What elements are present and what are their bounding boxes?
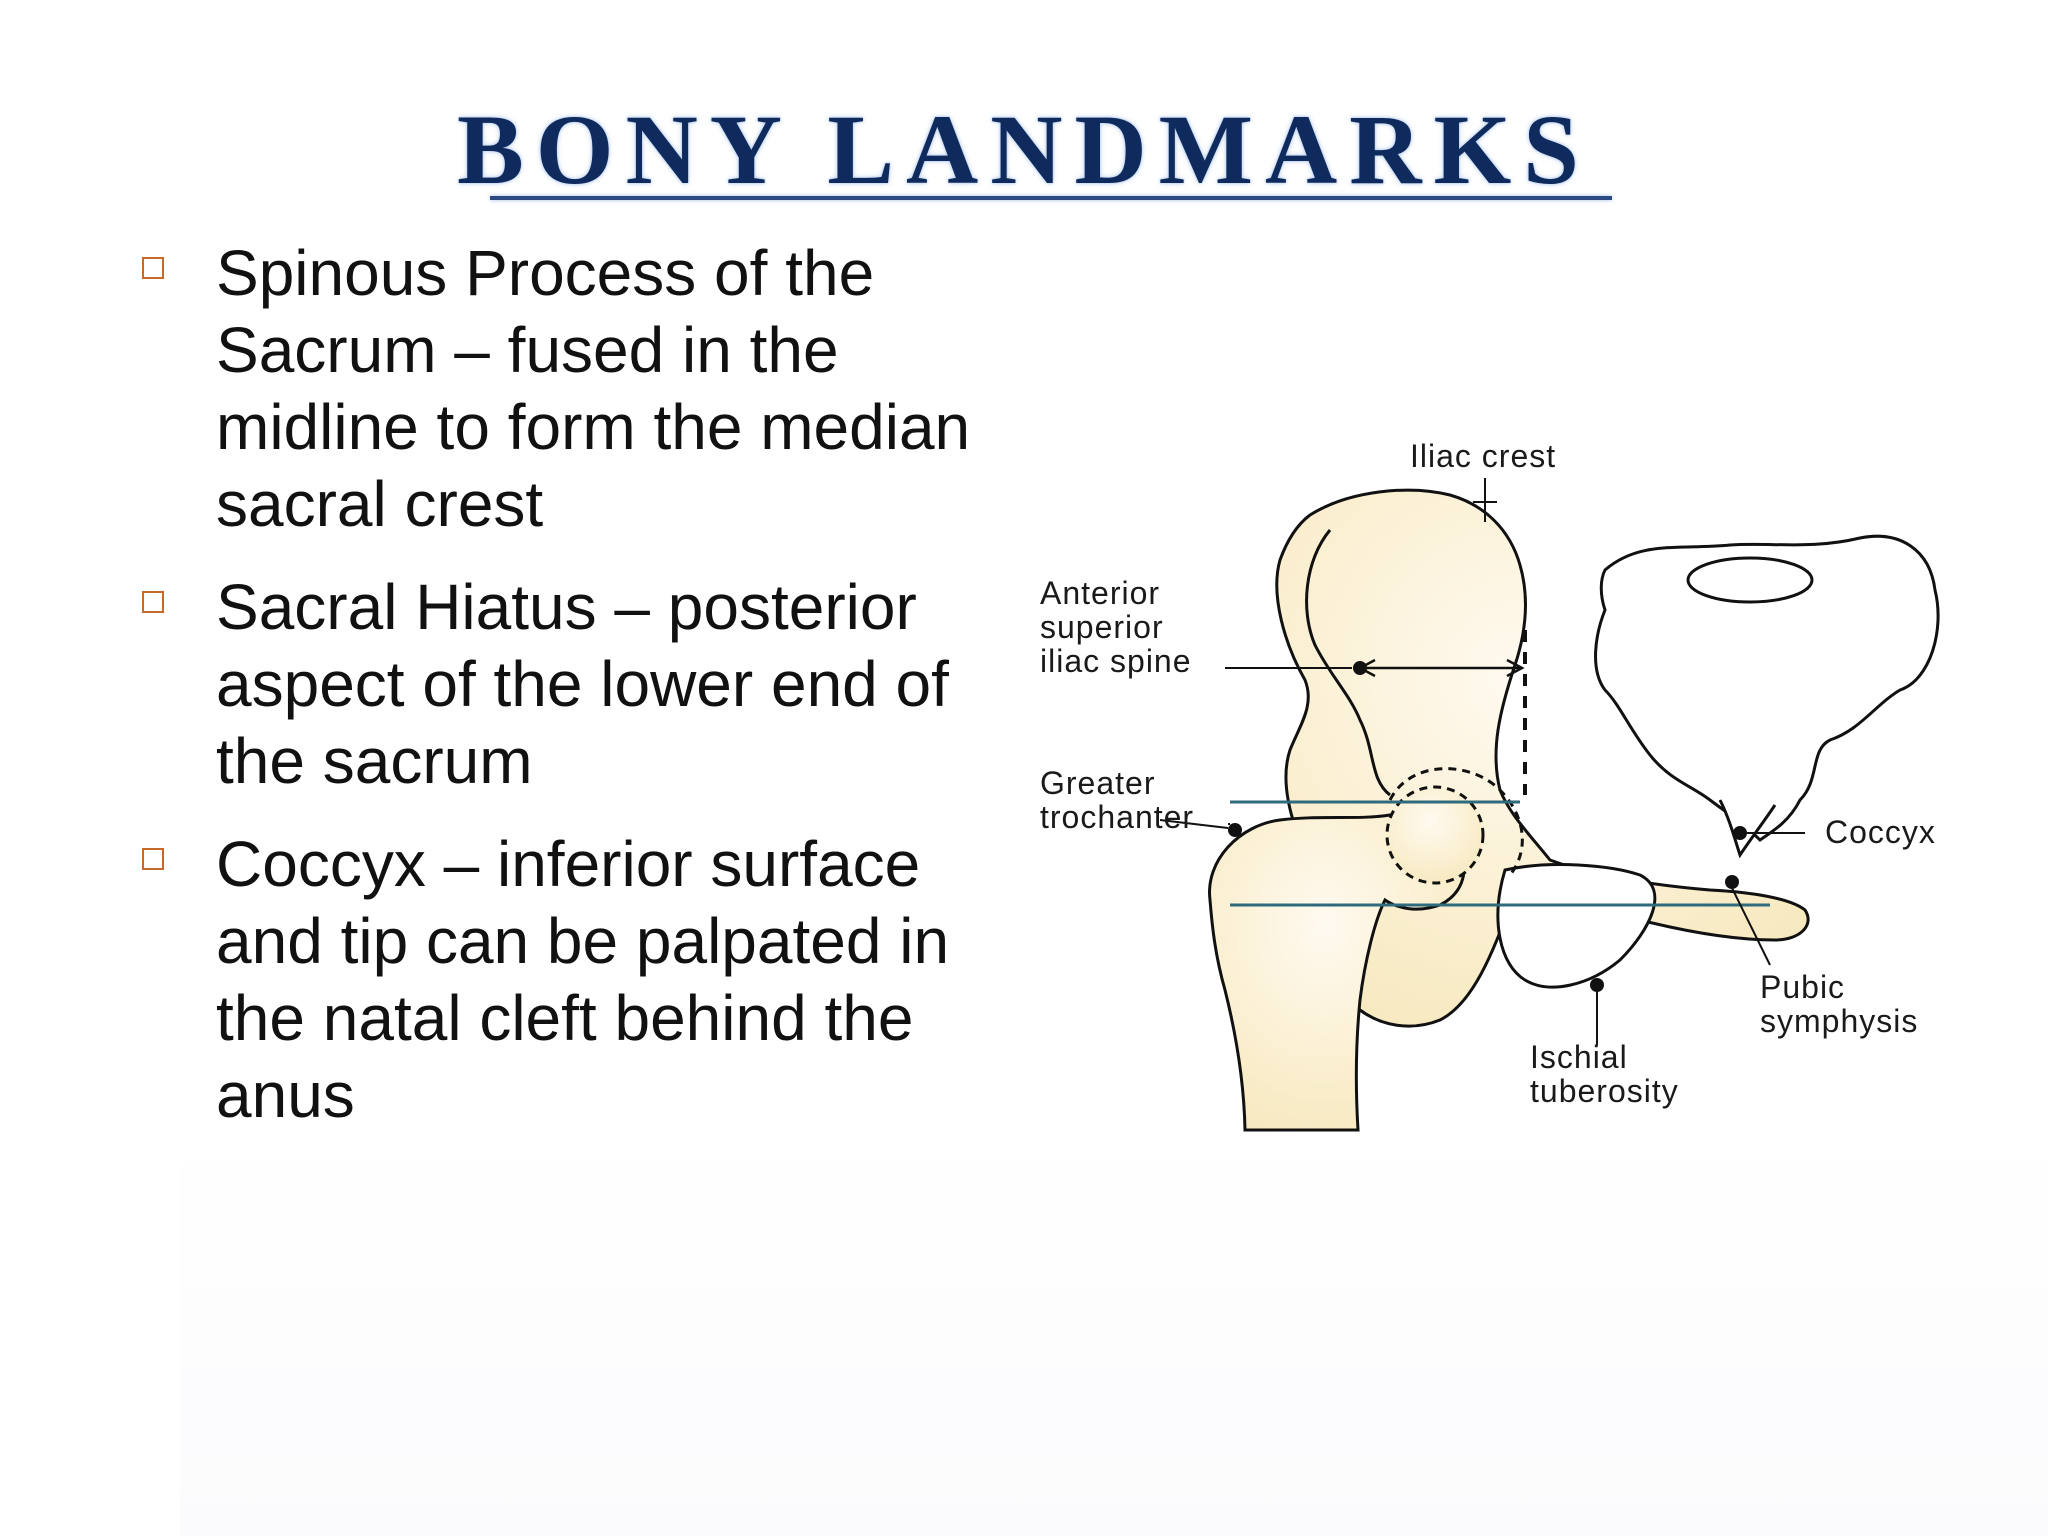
label-asis-line-3: iliac spine xyxy=(1040,643,1192,679)
pelvis-hip-diagram: Iliac crest Anterior superior iliac spin… xyxy=(1040,438,1940,1132)
bullet-list: Spinous Process of the Sacrum – fused in… xyxy=(140,235,1020,1160)
background-shade xyxy=(180,1120,2048,1536)
coccyx-bone xyxy=(1718,799,1777,859)
iliac-inner-contour xyxy=(1305,529,1391,797)
bullet-text: Sacral Hiatus – posterior aspect of the … xyxy=(216,571,949,797)
arrowhead-right-icon xyxy=(1506,658,1525,678)
square-bullet-icon xyxy=(142,848,164,870)
leader-pubic-symphysis xyxy=(1731,887,1771,966)
bullet-text: Coccyx – inferior surface and tip can be… xyxy=(216,828,950,1131)
label-asis-line-2: superior xyxy=(1040,609,1164,645)
bullet-text: Spinous Process of the Sacrum – fused in… xyxy=(216,237,971,540)
square-bullet-icon xyxy=(142,257,164,279)
label-coccyx: Coccyx xyxy=(1825,814,1936,850)
sacrum-bone xyxy=(1594,534,1940,842)
slide-title: BONY LANDMARKS xyxy=(457,94,1591,205)
label-ischial-tuberosity-line-2: tuberosity xyxy=(1530,1073,1679,1109)
acetabulum-rim xyxy=(1388,767,1524,876)
femoral-head xyxy=(1385,785,1485,885)
coccyx-dot xyxy=(1733,826,1747,840)
sacrum-foramen xyxy=(1686,556,1814,604)
label-pubic-symphysis-line-1: Pubic xyxy=(1760,969,1845,1005)
bullet-item: Sacral Hiatus – posterior aspect of the … xyxy=(140,569,1020,800)
ischial-tuberosity-dot xyxy=(1590,978,1604,992)
pubic-symphysis-dot xyxy=(1725,875,1739,889)
label-asis-line-1: Anterior xyxy=(1040,575,1160,611)
leader-greater-trochanter-line xyxy=(1159,819,1229,829)
label-pubic-symphysis-line-2: symphysis xyxy=(1760,1003,1918,1039)
label-ischial-tuberosity-line-1: Ischial xyxy=(1530,1039,1628,1075)
label-iliac-crest: Iliac crest xyxy=(1410,438,1556,474)
bullet-item: Spinous Process of the Sacrum – fused in… xyxy=(140,235,1020,543)
label-greater-trochanter-line-2: trochanter xyxy=(1040,799,1194,835)
square-bullet-icon xyxy=(142,591,164,613)
label-greater-trochanter-line-1: Greater xyxy=(1040,765,1155,801)
greater-trochanter-dot xyxy=(1228,823,1242,837)
title-underline xyxy=(490,196,1612,200)
obturator-foramen xyxy=(1496,863,1657,989)
bullet-item: Coccyx – inferior surface and tip can be… xyxy=(140,826,1020,1134)
asis-dot xyxy=(1353,661,1367,675)
